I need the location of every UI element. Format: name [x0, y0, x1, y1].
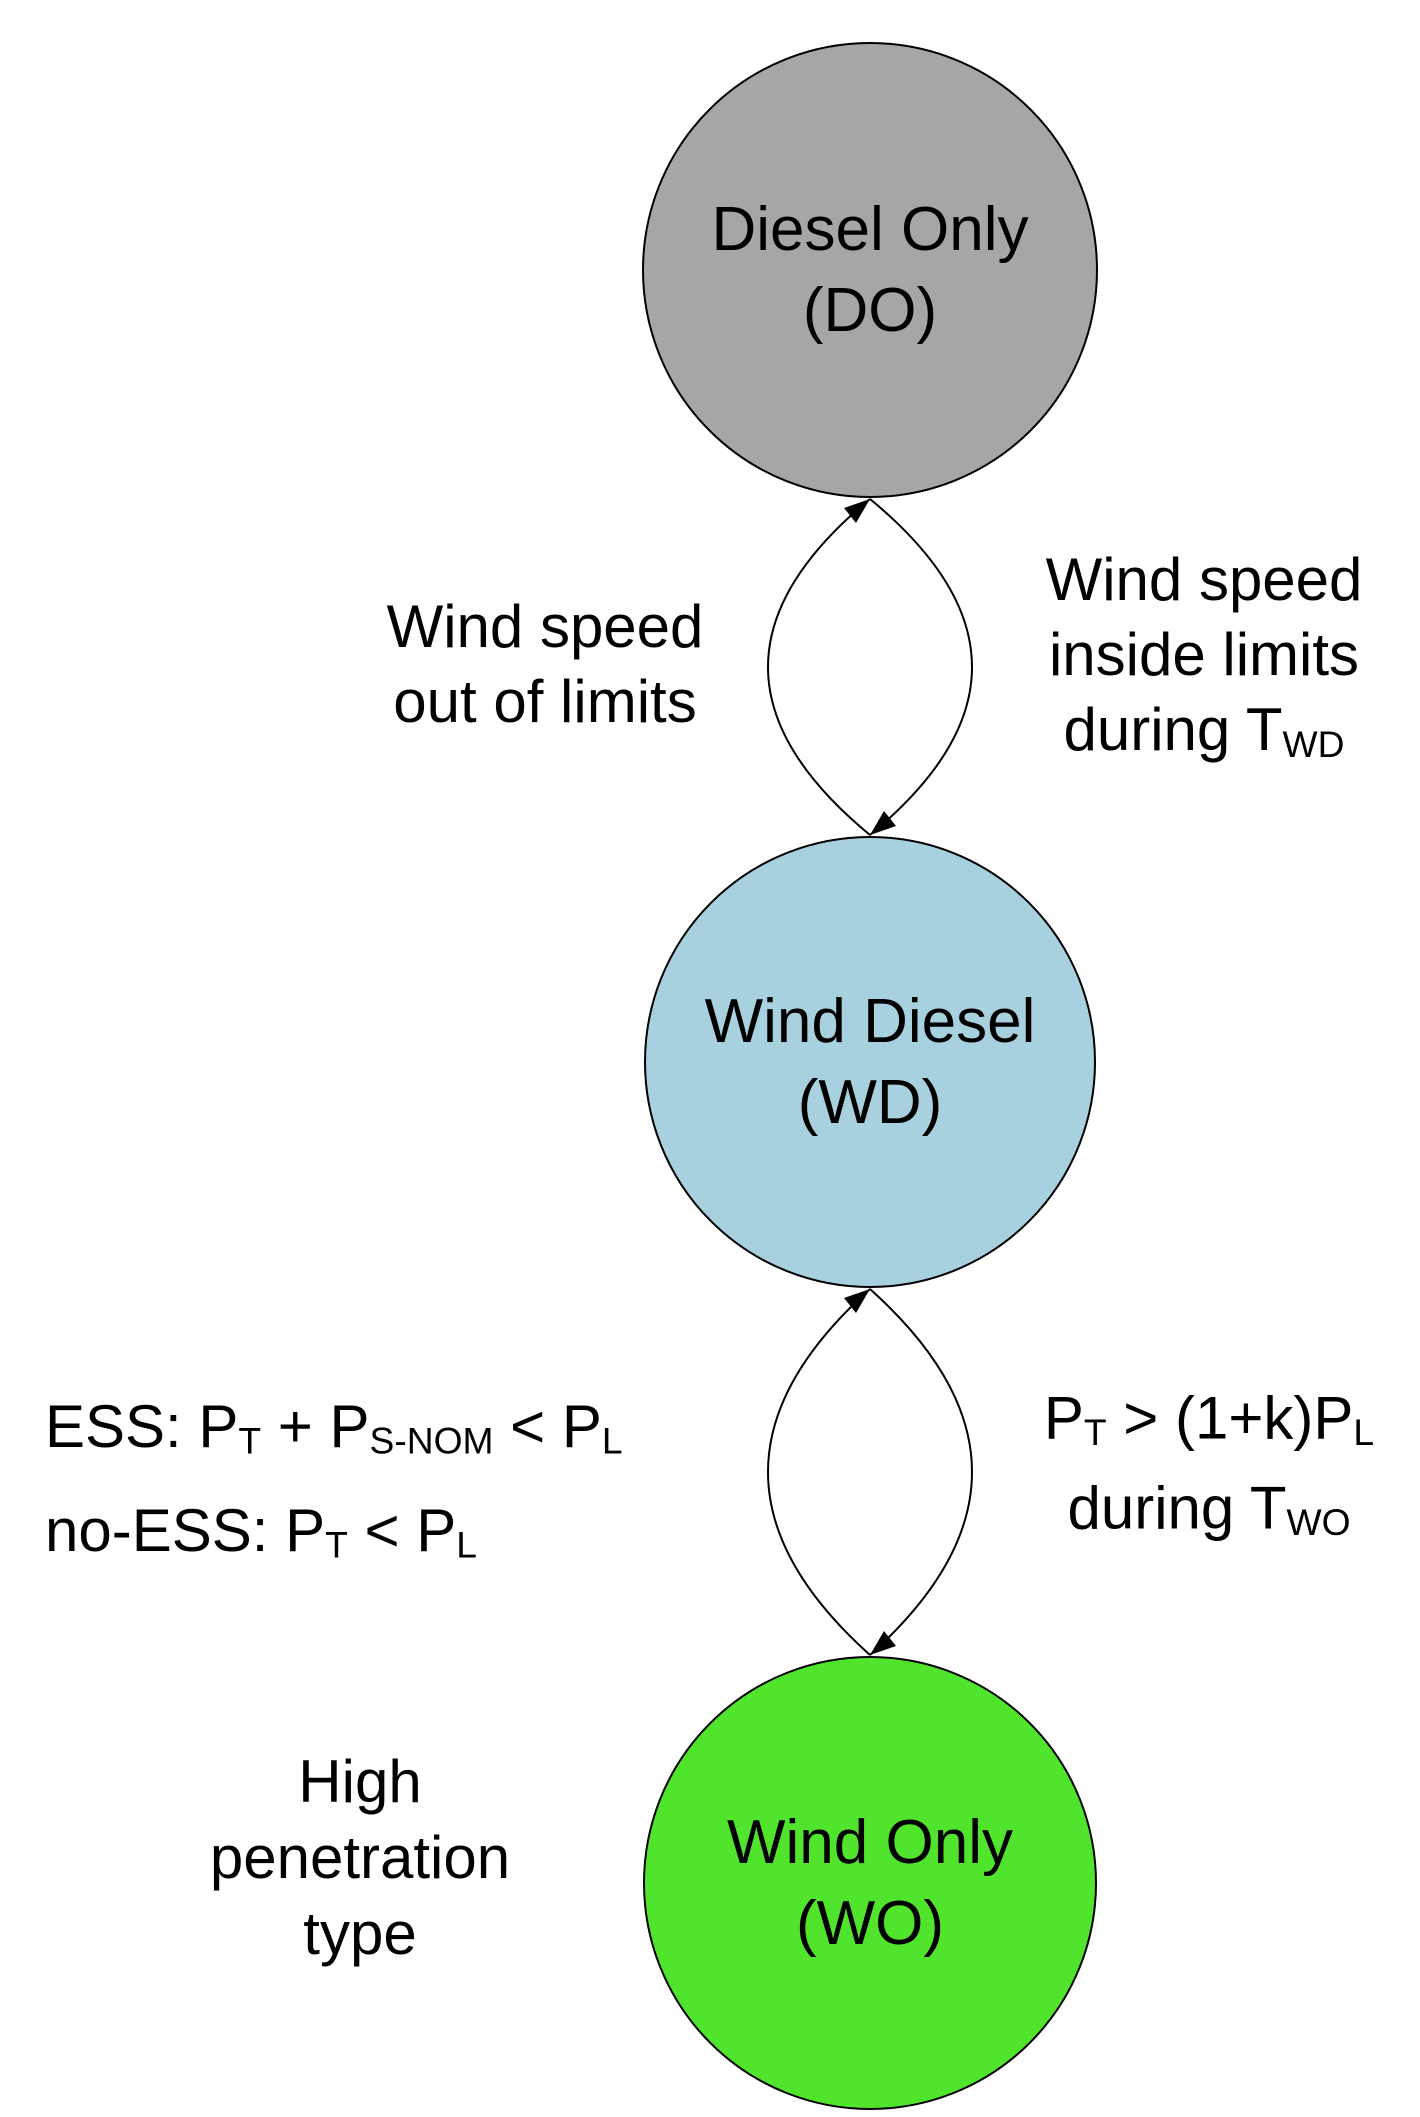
- subscript-l: L: [1353, 1411, 1375, 1453]
- edge-label-text: during T: [1067, 1474, 1287, 1541]
- arrowhead-into-wo-icon: [870, 1631, 896, 1655]
- edge-label-line: during TWO: [1044, 1470, 1374, 1560]
- state-label-wind-diesel: Wind Diesel (WD): [705, 981, 1036, 1143]
- state-name-wind-only: Wind Only: [727, 1808, 1013, 1877]
- state-label-wind-only: Wind Only (WO): [727, 1802, 1013, 1964]
- subscript-l: L: [456, 1523, 477, 1566]
- formula-text: < P: [347, 1496, 457, 1564]
- edge-label-line: during TWD: [1046, 692, 1363, 782]
- subscript-two: WO: [1286, 1500, 1351, 1543]
- arrowhead-into-wd-icon: [870, 811, 896, 835]
- formula-no-ess: no-ESS: PT < PL: [45, 1486, 623, 1590]
- note-line: penetration: [209, 1824, 511, 1891]
- transition-arc-wd-to-wo: [869, 1288, 973, 1656]
- formula-text: ESS: P: [45, 1393, 239, 1460]
- formula-ess: ESS: PT + PS-NOM < PL: [45, 1382, 623, 1486]
- formula-text: no-ESS: P: [45, 1496, 326, 1564]
- edge-label-wind-speed-inside: Wind speed inside limits during TWD: [1046, 542, 1363, 782]
- transition-arc-wd-to-do: [767, 498, 871, 836]
- state-circle-wind-only: [643, 1656, 1097, 2110]
- subscript-t: T: [1083, 1411, 1107, 1453]
- subscript-l: L: [601, 1419, 623, 1462]
- subscript-twd: WD: [1282, 722, 1345, 765]
- subscript-t: T: [238, 1419, 262, 1462]
- state-label-diesel-only: Diesel Only (DO): [712, 189, 1029, 351]
- edge-label-line: inside limits: [1048, 621, 1360, 689]
- formula-text: < P: [493, 1393, 602, 1460]
- edge-label-line: out of limits: [393, 668, 697, 735]
- transition-arc-do-to-wd: [869, 498, 973, 836]
- state-circle-wind-diesel: [644, 836, 1096, 1288]
- transition-arc-wo-to-wd: [767, 1288, 871, 1656]
- state-abbr-diesel-only: (DO): [802, 276, 938, 345]
- formula-text: + P: [261, 1393, 370, 1460]
- edge-label-line: Wind speed: [386, 593, 704, 660]
- state-name-diesel-only: Diesel Only: [711, 195, 1029, 264]
- edge-label-line: Wind speed: [1045, 546, 1363, 614]
- formula-text: > (1+k)P: [1106, 1384, 1354, 1452]
- edge-label-ess-conditions: ESS: PT + PS-NOM < PL no-ESS: PT < PL: [45, 1382, 623, 1589]
- note-line: type: [303, 1900, 417, 1967]
- state-circle-diesel-only: [642, 42, 1098, 498]
- formula-text: P: [1043, 1384, 1084, 1452]
- state-abbr-wind-only: (WO): [795, 1889, 945, 1958]
- formula-power: PT > (1+k)PL: [1044, 1380, 1374, 1470]
- arrowhead-into-wd-lower-icon: [844, 1289, 870, 1313]
- note-line: High: [298, 1748, 422, 1815]
- note-high-penetration: High penetration type: [210, 1744, 510, 1972]
- edge-label-power-condition: PT > (1+k)PL during TWO: [1044, 1380, 1374, 1559]
- state-name-wind-diesel: Wind Diesel: [704, 987, 1036, 1056]
- subscript-s-nom: S-NOM: [369, 1419, 494, 1462]
- arrowhead-into-do-icon: [844, 499, 870, 523]
- edge-label-text: during T: [1063, 696, 1283, 764]
- edge-label-wind-speed-out: Wind speed out of limits: [387, 589, 704, 739]
- subscript-t: T: [325, 1523, 348, 1566]
- state-abbr-wind-diesel: (WD): [797, 1068, 943, 1137]
